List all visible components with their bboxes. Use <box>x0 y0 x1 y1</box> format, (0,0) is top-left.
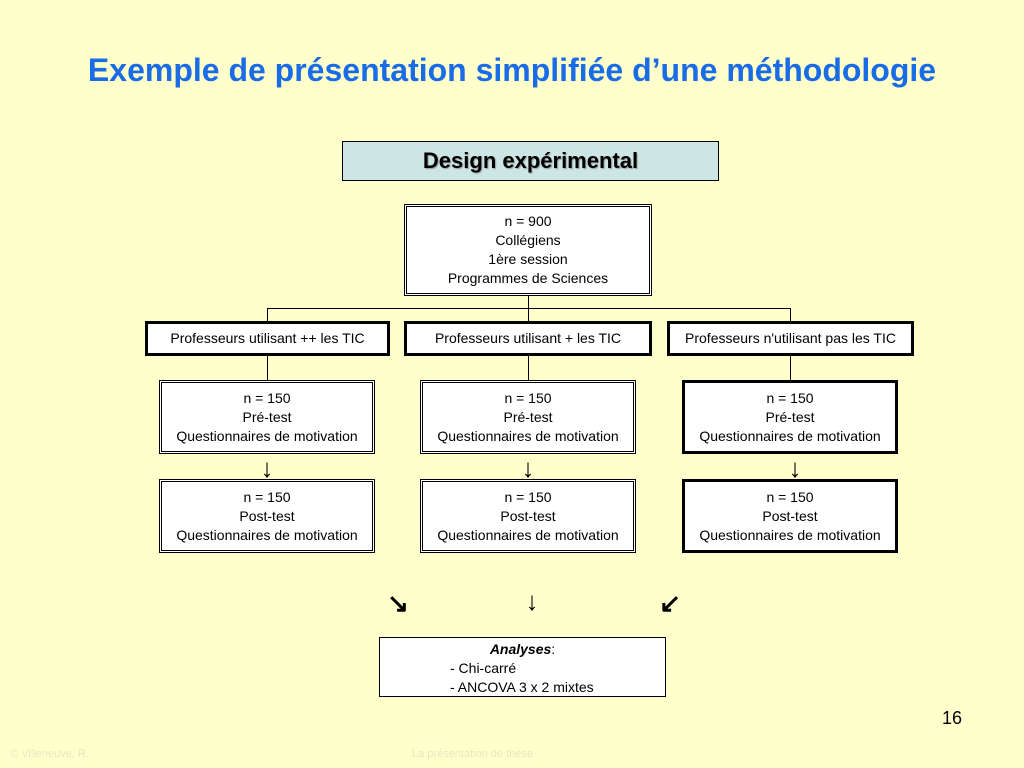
down-arrow-icon: ↓ <box>525 586 539 616</box>
page-number: 16 <box>941 708 962 728</box>
design-heading: Design expérimental <box>342 141 719 181</box>
pretest-line: Questionnaires de motivation <box>699 427 881 444</box>
pretest-line: Pré-test <box>242 408 292 425</box>
group-label-box: Professeurs n'utilisant pas les TIC <box>667 321 914 356</box>
pretest-box: n = 150 Pré-test Questionnaires de motiv… <box>682 380 898 454</box>
analyses-heading: Analyses: <box>380 640 665 659</box>
down-arrow-icon: ↓ <box>788 453 802 483</box>
posttest-box: n = 150 Post-test Questionnaires de moti… <box>420 479 636 553</box>
pretest-line: n = 150 <box>243 389 291 406</box>
analyses-box: Analyses: - Chi-carré - ANCOVA 3 x 2 mix… <box>379 637 666 697</box>
posttest-box: n = 150 Post-test Questionnaires de moti… <box>159 479 375 553</box>
sample-box: n = 900 Collégiens 1ère session Programm… <box>404 204 652 296</box>
down-right-arrow-icon: ↘ <box>387 588 409 618</box>
posttest-line: n = 150 <box>766 488 814 505</box>
sample-line: n = 900 <box>504 213 552 229</box>
connector-line <box>267 308 268 322</box>
sample-line: 1ère session <box>488 251 568 267</box>
sample-line: Programmes de Sciences <box>447 270 609 286</box>
connector-line <box>790 308 791 322</box>
posttest-line: Questionnaires de motivation <box>437 526 619 543</box>
posttest-box: n = 150 Post-test Questionnaires de moti… <box>682 479 898 553</box>
pretest-box: n = 150 Pré-test Questionnaires de motiv… <box>420 380 636 454</box>
pretest-line: n = 150 <box>504 389 552 406</box>
sample-line: Collégiens <box>495 232 561 248</box>
connector-line <box>790 356 791 381</box>
connector-line <box>528 308 529 322</box>
down-arrow-icon: ↓ <box>521 453 535 483</box>
posttest-line: n = 150 <box>504 488 552 505</box>
posttest-line: Post-test <box>500 507 556 524</box>
posttest-line: n = 150 <box>243 488 291 505</box>
posttest-line: Post-test <box>762 507 818 524</box>
group-label: Professeurs n'utilisant pas les TIC <box>685 330 896 346</box>
footer-center: La présentation de thèse <box>412 748 534 760</box>
posttest-line: Post-test <box>239 507 295 524</box>
posttest-line: Questionnaires de motivation <box>699 526 881 543</box>
connector-line <box>267 356 268 381</box>
pretest-line: Questionnaires de motivation <box>176 427 358 444</box>
pretest-line: n = 150 <box>766 389 814 406</box>
footer-left: © Villeneuve, R. <box>10 748 89 760</box>
pretest-box: n = 150 Pré-test Questionnaires de motiv… <box>159 380 375 454</box>
slide-title: Exemple de présentation simplifiée d’une… <box>87 52 937 88</box>
group-label: Professeurs utilisant ++ les TIC <box>170 330 365 346</box>
analyses-colon: : <box>551 641 556 657</box>
pretest-line: Pré-test <box>765 408 815 425</box>
group-label: Professeurs utilisant + les TIC <box>434 330 622 346</box>
posttest-line: Questionnaires de motivation <box>176 526 358 543</box>
pretest-line: Questionnaires de motivation <box>437 427 619 444</box>
analyses-item: - ANCOVA 3 x 2 mixtes <box>450 679 594 695</box>
pretest-line: Pré-test <box>503 408 553 425</box>
group-label-box: Professeurs utilisant + les TIC <box>404 321 652 356</box>
connector-line <box>528 296 529 308</box>
connector-line <box>528 356 529 381</box>
analyses-item: - Chi-carré <box>450 660 517 676</box>
analyses-title: Analyses <box>489 641 552 657</box>
down-arrow-icon: ↓ <box>260 453 274 483</box>
group-label-box: Professeurs utilisant ++ les TIC <box>145 321 390 356</box>
down-left-arrow-icon: ↙ <box>659 588 681 618</box>
